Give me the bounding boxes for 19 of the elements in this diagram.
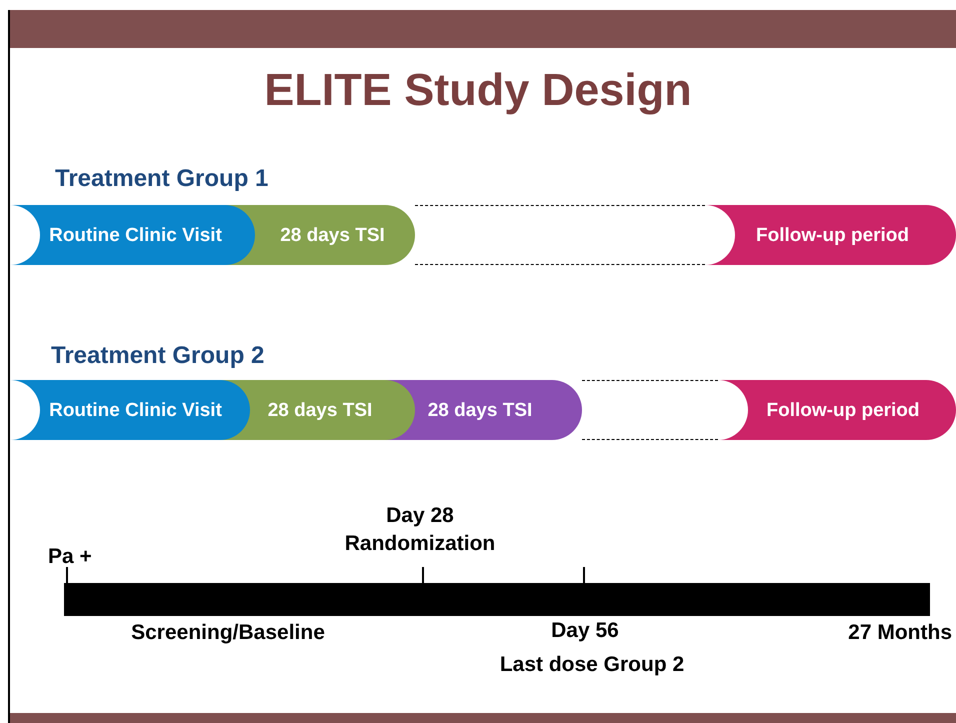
dashed-period-box	[582, 380, 718, 440]
timepoint-label: Last dose Group 2	[500, 653, 684, 677]
dashed-period-box	[415, 205, 705, 265]
timepoint-label: 27 Months	[848, 621, 952, 645]
segment-label: Routine Clinic Visit	[48, 398, 223, 422]
segment-label: Follow-up period	[765, 398, 921, 422]
timepoint-label: Randomization	[344, 532, 496, 556]
timepoint-label: Pa +	[48, 545, 92, 569]
segment-label: Follow-up period	[754, 224, 910, 248]
slide-title: ELITE Study Design	[263, 64, 693, 116]
timepoint-label: Day 28	[386, 504, 454, 528]
group-heading: Treatment Group 1	[55, 165, 268, 193]
timepoint-label: Screening/Baseline	[131, 621, 325, 645]
segment-label: 28 days TSI	[426, 398, 534, 422]
segment-label: Routine Clinic Visit	[48, 224, 223, 248]
timepoint-label: Day 56	[551, 619, 619, 643]
segment-label: 28 days TSI	[266, 398, 374, 422]
segment-label: 28 days TSI	[279, 224, 386, 248]
group-heading: Treatment Group 2	[51, 342, 264, 370]
